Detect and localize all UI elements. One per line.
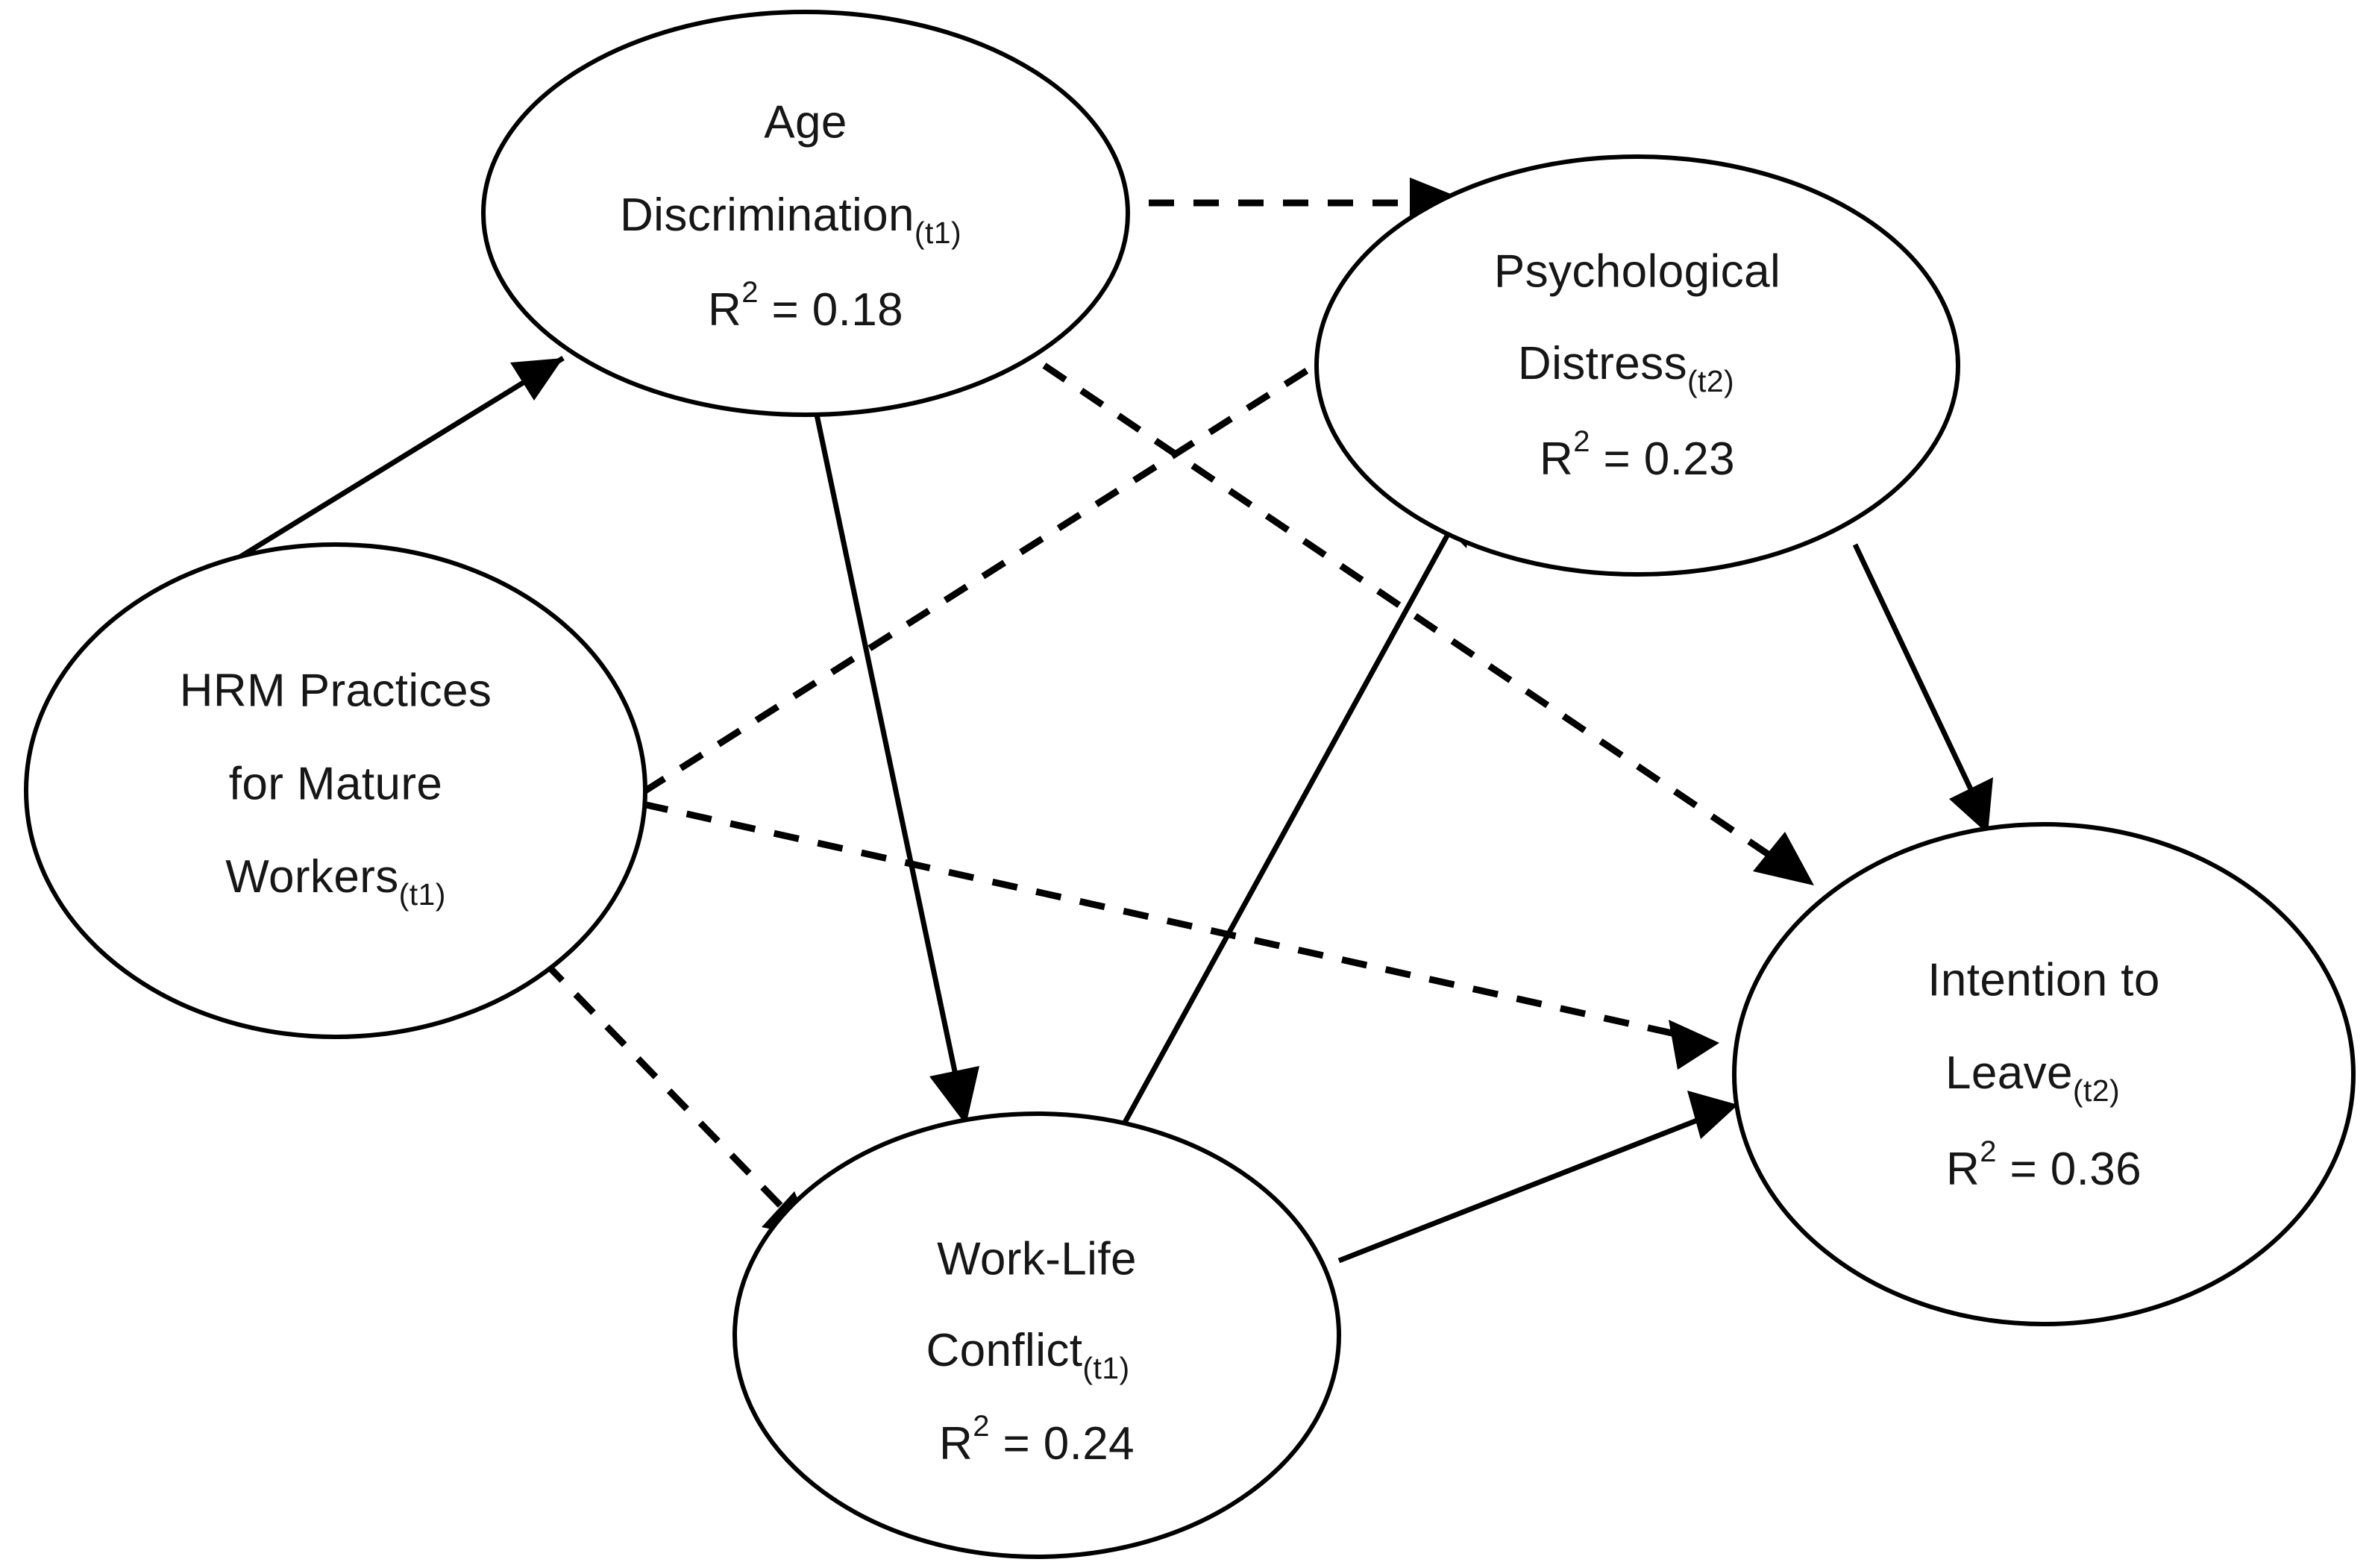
distress-r-superscript: 2 <box>1573 425 1590 458</box>
work-life-conflict-label-line2-main: Conflict <box>926 1325 1082 1376</box>
distress-r-value: = 0.23 <box>1590 433 1735 485</box>
hrm-label-subscript: (t1) <box>399 877 446 912</box>
intention-to-leave-label-subscript: (t2) <box>2073 1073 2120 1108</box>
intention-to-leave-label-line2: Leave(t2) <box>1945 1047 2120 1107</box>
hrm-label-line1: HRM Practices <box>180 665 492 716</box>
psychological-distress-label-subscript: (t2) <box>1687 364 1734 398</box>
age-discrimination-r-squared: R2 = 0.18 <box>708 276 903 336</box>
psychological-distress-node-ellipse <box>1314 154 1960 577</box>
edge-psychological-distress-to-intention-to-leave <box>1852 543 1993 834</box>
conflict-r-prefix: R <box>939 1418 973 1470</box>
age-r-value: = 0.18 <box>759 284 903 336</box>
edge-work-life-conflict-to-psychological-distress <box>1120 483 1475 1128</box>
distress-r-prefix: R <box>1540 433 1573 485</box>
edge-work-life-conflict-to-intention-to-leave <box>1337 1091 1738 1264</box>
work-life-conflict-label-line1: Work-Life <box>937 1233 1137 1285</box>
hrm-label-line2: for Mature <box>229 758 443 809</box>
intention-to-leave-r-squared: R2 = 0.36 <box>1946 1135 2142 1196</box>
edge-age-discrimination-to-intention-to-leave <box>1042 363 1814 885</box>
hrm-label-line3-main: Workers <box>225 851 398 903</box>
hrm-node-ellipse <box>24 542 647 1039</box>
work-life-conflict-label-line2: Conflict(t1) <box>926 1325 1129 1384</box>
intention-to-leave-label-line2-main: Leave <box>1945 1047 2073 1099</box>
age-discrimination-label-line1: Age <box>764 96 847 148</box>
psychological-distress-label-line2-main: Distress <box>1518 338 1687 389</box>
work-life-conflict-node-ellipse <box>732 1111 1341 1559</box>
age-discrimination-label-line2: Discrimination(t1) <box>620 189 961 249</box>
edge-hrm-to-intention-to-leave <box>642 800 1719 1070</box>
node-hrm-practices-for-mature-workers[interactable]: HRM Practices for Mature Workers(t1) <box>24 542 647 1039</box>
age-r-superscript: 2 <box>741 276 759 309</box>
psychological-distress-label-line1: Psychological <box>1494 245 1781 297</box>
intention-to-leave-label-line1: Intention to <box>1927 954 2160 1006</box>
edge-hrm-to-work-life-conflict <box>542 959 815 1238</box>
age-discrimination-label-subscript: (t1) <box>914 216 961 250</box>
conflict-r-value: = 0.24 <box>990 1418 1135 1470</box>
work-life-conflict-label-subscript: (t1) <box>1082 1351 1129 1385</box>
hrm-label-line3: Workers(t1) <box>225 851 446 911</box>
intention-to-leave-node-ellipse <box>1732 822 2356 1326</box>
intention-r-superscript: 2 <box>1980 1135 1997 1168</box>
psychological-distress-label-line2: Distress(t2) <box>1518 338 1734 398</box>
conflict-r-superscript: 2 <box>973 1410 990 1443</box>
intention-r-value: = 0.36 <box>1997 1144 2142 1195</box>
edge-age-discrimination-to-work-life-conflict <box>814 414 979 1125</box>
node-intention-to-leave[interactable]: Intention to Leave(t2) R2 = 0.36 <box>1732 822 2356 1326</box>
node-work-life-conflict[interactable]: Work-Life Conflict(t1) R2 = 0.24 <box>732 1111 1341 1559</box>
node-psychological-distress[interactable]: Psychological Distress(t2) R2 = 0.23 <box>1314 154 1960 577</box>
intention-r-prefix: R <box>1946 1144 1980 1195</box>
node-age-discrimination[interactable]: Age Discrimination(t1) R2 = 0.18 <box>481 10 1130 417</box>
age-r-prefix: R <box>708 284 741 336</box>
psychological-distress-r-squared: R2 = 0.23 <box>1540 425 1735 486</box>
age-discrimination-label-line2-main: Discrimination <box>620 189 914 241</box>
age-discrimination-node-ellipse <box>481 10 1130 417</box>
edge-hrm-to-age-discrimination <box>222 356 565 569</box>
work-life-conflict-r-squared: R2 = 0.24 <box>939 1410 1135 1470</box>
